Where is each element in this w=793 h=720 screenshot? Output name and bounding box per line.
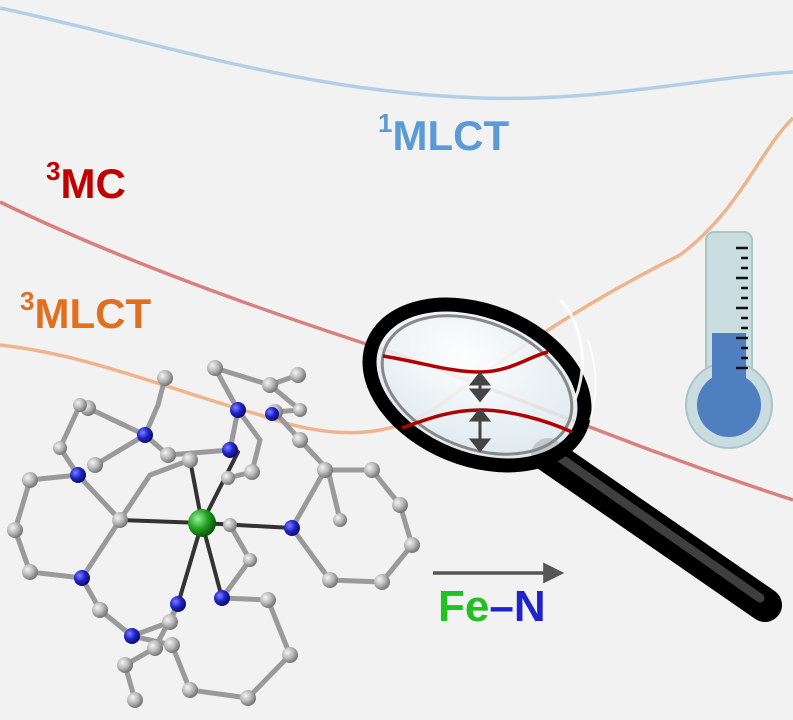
singlet-mlct-label: 1MLCT	[378, 107, 510, 159]
molecule-bonds	[12, 365, 415, 703]
thermometer-icon	[685, 231, 773, 449]
fe-complex-molecule	[7, 360, 420, 708]
fe-n-bond-label: Fe–N	[438, 582, 546, 632]
magnifying-glass-icon	[362, 297, 782, 622]
bond-dash: –	[489, 582, 514, 631]
carbon-atoms	[7, 360, 420, 708]
n-text: N	[513, 582, 546, 631]
fe-text: Fe	[438, 582, 490, 631]
nitrogen-atoms	[70, 402, 300, 644]
triplet-mlct-label: 3MLCT	[20, 285, 152, 337]
triplet-mc-label: 3MC	[46, 155, 126, 207]
singlet-mlct-curve	[0, 6, 793, 101]
iron-atom	[188, 509, 216, 537]
